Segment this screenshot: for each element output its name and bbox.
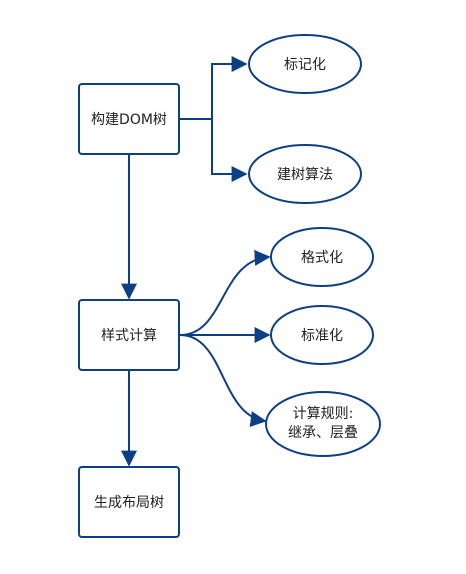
node-compute-rules-label-line1: 计算规则: (293, 406, 354, 422)
node-standardize: 标准化 (270, 305, 374, 365)
node-style-calc: 样式计算 (78, 299, 180, 371)
node-tree-algo-label: 建树算法 (277, 167, 333, 183)
edges (121, 56, 271, 467)
node-style-calc-label: 样式计算 (101, 328, 157, 344)
node-tokenize: 标记化 (248, 34, 362, 94)
node-layout-tree-label: 生成布局树 (94, 495, 164, 511)
node-build-dom: 构建DOM树 (78, 83, 180, 155)
node-format-label: 格式化 (301, 250, 343, 266)
edge-style-calc-to-compute-rules (179, 334, 267, 427)
node-compute-rules: 计算规则: 继承、层叠 (265, 391, 381, 457)
edge-build-dom-to-tokenize (211, 56, 248, 119)
node-tokenize-label: 标记化 (284, 57, 326, 73)
node-compute-rules-label-line2: 继承、层叠 (288, 425, 358, 441)
node-layout-tree: 生成布局树 (78, 466, 180, 538)
node-standardize-label: 标准化 (301, 328, 343, 344)
node-format: 格式化 (270, 227, 374, 287)
node-build-dom-label: 构建DOM树 (91, 112, 167, 128)
edge-build-dom-to-tree-algo (211, 119, 248, 182)
node-tree-algo: 建树算法 (248, 144, 362, 204)
edge-style-calc-to-format (179, 249, 271, 336)
